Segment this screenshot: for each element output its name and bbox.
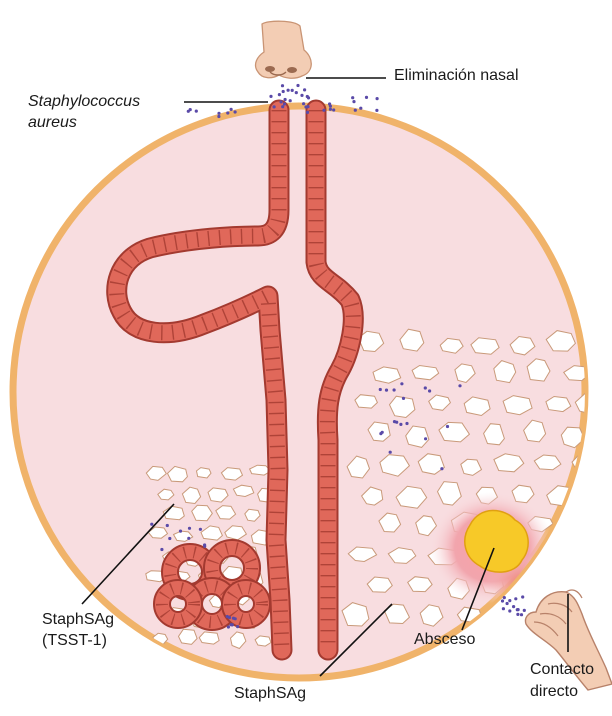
label-contacto: Contacto: [530, 660, 594, 680]
label-tsst-1: (TSST-1): [42, 631, 107, 651]
label-staphsag: StaphSAg: [234, 684, 306, 704]
label-staphsag-tsst: StaphSAg: [42, 610, 114, 630]
nose-illustration: [256, 21, 312, 78]
label-aureus: aureus: [28, 113, 77, 133]
label-absceso: Absceso: [414, 630, 475, 650]
label-eliminacion-nasal: Eliminación nasal: [394, 66, 519, 86]
label-directo: directo: [530, 682, 578, 702]
label-staphylococcus: Staphylococcus: [28, 92, 140, 112]
